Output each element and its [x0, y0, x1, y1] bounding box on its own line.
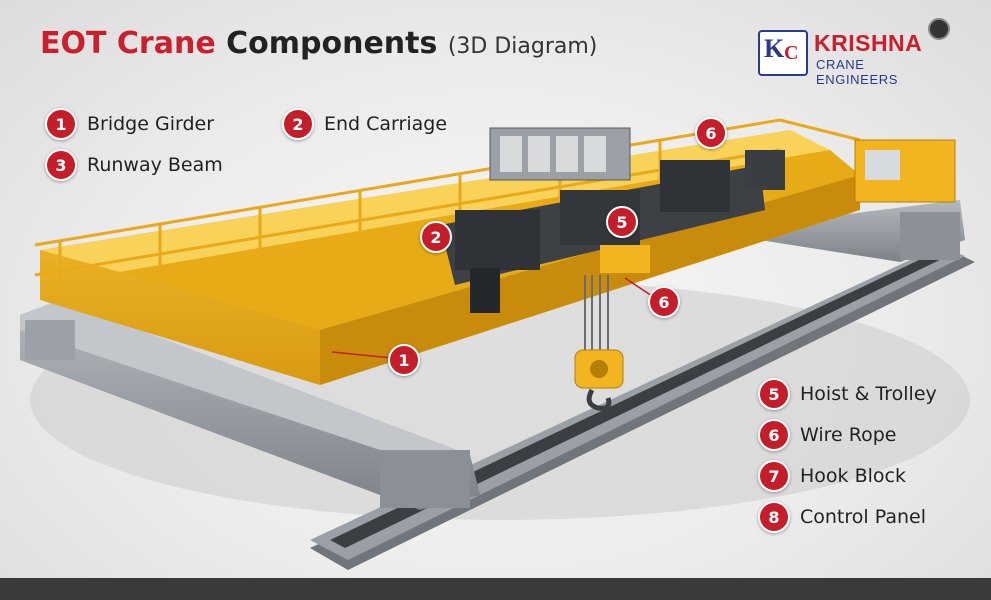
- legend-badge: 7: [758, 460, 790, 492]
- near-end-carriage: [20, 300, 480, 510]
- company-logo: K C KRISHNA CRANE ENGINEERS: [758, 18, 950, 87]
- legend-label: End Carriage: [324, 113, 448, 135]
- callout-wire-rope-top: 6: [695, 117, 727, 149]
- logo-name: KRISHNA: [814, 30, 923, 56]
- callout-badge: 6: [695, 117, 727, 149]
- legend-item-hoist-trolley: 5 Hoist & Trolley: [758, 378, 937, 410]
- legend-item-control-panel: 8 Control Panel: [758, 501, 926, 533]
- legend-label: Runway Beam: [87, 154, 223, 176]
- callout-end-carriage: 2: [420, 221, 452, 253]
- page-title: EOT Crane Components (3D Diagram): [40, 26, 597, 61]
- legend-badge: 8: [758, 501, 790, 533]
- callout-badge: 2: [420, 221, 452, 253]
- legend-badge: 2: [282, 108, 314, 140]
- logo-mark: K C: [758, 30, 808, 76]
- callout-badge: 6: [648, 286, 680, 318]
- far-end-carriage: [760, 200, 965, 262]
- legend-item-runway-beam: 3 Runway Beam: [45, 149, 223, 181]
- title-part-1: EOT Crane: [40, 26, 216, 61]
- title-part-3: (3D Diagram): [447, 34, 598, 59]
- callout-wire-rope-lower: 6: [648, 286, 680, 318]
- logo-initial-c: C: [784, 42, 799, 64]
- legend-badge: 1: [45, 108, 77, 140]
- wire-rope: [584, 275, 609, 355]
- legend-label: Hoist & Trolley: [800, 383, 937, 405]
- legend-item-hook-block: 7 Hook Block: [758, 460, 906, 492]
- control-panel-cabinet: [489, 127, 631, 181]
- legend-item-wire-rope: 6 Wire Rope: [758, 419, 897, 451]
- logo-initial-k: K: [764, 34, 785, 63]
- legend-badge: 3: [45, 149, 77, 181]
- title-part-2: Components: [226, 26, 438, 61]
- legend-item-end-carriage: 2 End Carriage: [282, 108, 447, 140]
- bottom-bar: [0, 578, 991, 600]
- legend-badge: 5: [758, 378, 790, 410]
- legend-label: Wire Rope: [800, 424, 897, 446]
- logo-tagline: CRANE ENGINEERS: [816, 57, 898, 87]
- callout-badge: 1: [388, 344, 420, 376]
- hook-block: [574, 349, 624, 411]
- legend-label: Control Panel: [800, 506, 926, 528]
- callout-hoist-trolley: 5: [606, 206, 638, 238]
- legend-item-bridge-girder: 1 Bridge Girder: [45, 108, 214, 140]
- operator-cabin: [854, 139, 956, 203]
- walkway-railing: [34, 118, 861, 290]
- legend-label: Bridge Girder: [87, 113, 215, 135]
- hoist-trolley: [440, 150, 785, 313]
- legend-badge: 6: [758, 419, 790, 451]
- logo-emblem-icon: [928, 18, 950, 40]
- callout-badge: 5: [606, 206, 638, 238]
- legend-label: Hook Block: [800, 465, 906, 487]
- callout-bridge-girder: 1: [388, 344, 420, 376]
